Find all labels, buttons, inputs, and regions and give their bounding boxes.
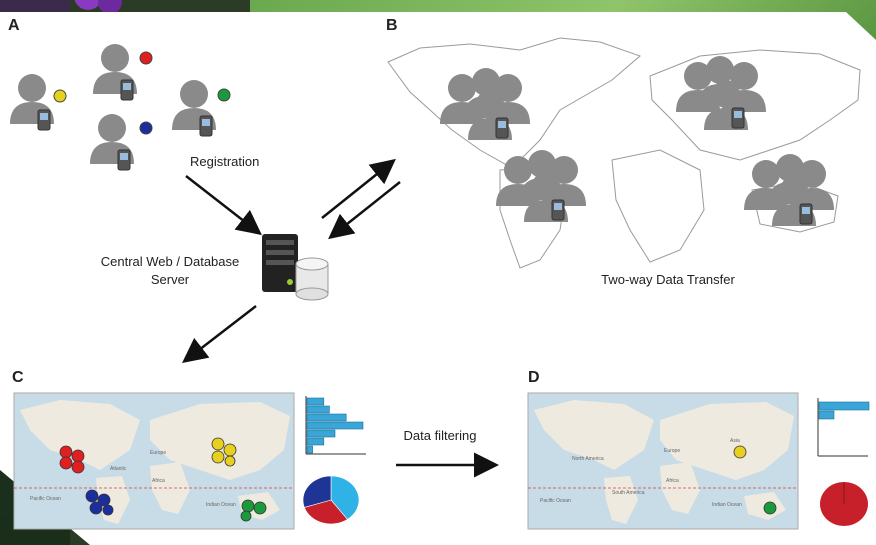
bar-1 xyxy=(818,410,835,420)
database-icon xyxy=(295,257,329,301)
status-dot-red xyxy=(139,51,153,65)
two-way-transfer-label: Two-way Data Transfer xyxy=(601,272,735,287)
marker-cluster-yellow xyxy=(211,437,237,467)
server-label-line2: Server xyxy=(151,272,190,287)
map-d-label-pacific: Pacific Ocean xyxy=(540,498,571,504)
panel-letter-b: B xyxy=(386,17,398,34)
bar-2 xyxy=(306,413,347,422)
marker-cluster-blue xyxy=(85,489,114,516)
pie-chart-c xyxy=(302,475,360,525)
purple-decoration xyxy=(74,0,122,14)
user-green-group xyxy=(172,80,231,137)
status-dot-yellow xyxy=(53,89,67,103)
arrow-registration xyxy=(185,175,262,236)
pie-slice-1 xyxy=(303,499,348,525)
arrow-from-map-b xyxy=(328,181,401,240)
pie-slice-2 xyxy=(302,475,332,508)
status-dot-blue xyxy=(139,121,153,135)
bar-chart-d-axes xyxy=(817,398,868,457)
pie-chart-d xyxy=(820,482,868,526)
map-c-label-indian: Indian Ocean xyxy=(206,502,236,508)
user-red-group xyxy=(93,44,153,101)
user-yellow-group xyxy=(10,74,67,131)
bar-0 xyxy=(306,397,325,406)
arrow-to-map-b xyxy=(321,158,396,219)
bar-6 xyxy=(306,445,313,454)
map-c-label-atlantic: Atlantic xyxy=(110,466,127,472)
bar-chart-c xyxy=(306,397,364,454)
bar-1 xyxy=(306,405,330,414)
marker-cluster-red xyxy=(59,445,85,474)
map-d-label-europe: Europe xyxy=(664,448,680,454)
data-filtering-label: Data filtering xyxy=(404,428,477,443)
marker-cluster-green xyxy=(240,499,267,522)
bar-4 xyxy=(306,429,336,438)
registration-label: Registration xyxy=(190,154,259,169)
server-label-line1: Central Web / Database xyxy=(101,254,240,269)
marker-yellow-filtered xyxy=(733,445,747,459)
bar-0 xyxy=(818,401,870,411)
bar-chart-c-axes xyxy=(305,396,366,455)
status-dot-green xyxy=(217,88,231,102)
map-d-label-north-america: North America xyxy=(572,456,604,462)
pie-slice-0 xyxy=(330,475,360,520)
map-d-label-south-america: South America xyxy=(612,490,645,496)
marker-green-filtered xyxy=(763,501,777,515)
map-c: Europe Africa Atlantic Indian Ocean Paci… xyxy=(13,392,295,530)
bar-chart-d xyxy=(818,401,870,420)
panel-letter-a: A xyxy=(8,17,20,34)
map-d-label-asia: Asia xyxy=(730,438,740,444)
arrow-to-panel-c xyxy=(182,305,257,364)
panel-letter-d: D xyxy=(528,369,540,386)
map-d-label-africa: Africa xyxy=(666,478,679,484)
bar-5 xyxy=(306,437,325,446)
bar-3 xyxy=(306,421,364,430)
server-icon xyxy=(262,234,298,292)
map-c-label-pacific: Pacific Ocean xyxy=(30,496,61,502)
map-d: North America Europe Asia Africa South A… xyxy=(527,392,799,530)
map-c-label-europe: Europe xyxy=(150,450,166,456)
panel-letter-c: C xyxy=(12,369,24,386)
map-c-label-africa: Africa xyxy=(152,478,165,484)
map-d-label-indian: Indian Ocean xyxy=(712,502,742,508)
user-blue-group xyxy=(90,114,153,171)
